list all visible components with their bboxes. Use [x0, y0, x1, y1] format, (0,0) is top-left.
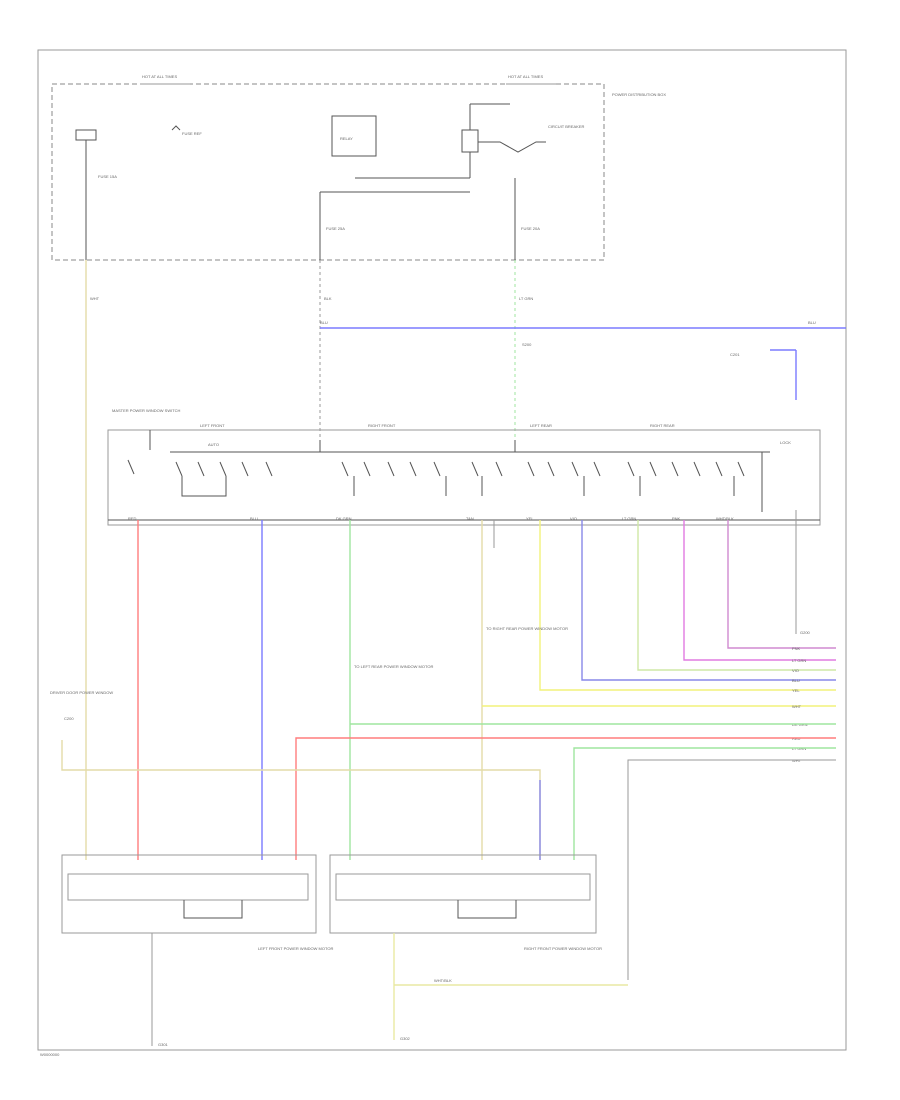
lf-motor-inner: [67, 873, 309, 901]
rf-motor-inner: [335, 873, 591, 901]
fuse-left-block: [75, 129, 97, 141]
label-lf-motor: LEFT FRONT POWER WINDOW MOTOR: [258, 946, 333, 951]
wire-rf-ground: [393, 933, 628, 1040]
wire-label-lime: LT GRN: [622, 516, 636, 521]
label-fuse-f1: FUSE 15A: [98, 174, 117, 179]
label-fuse-f2: FUSE 25A: [326, 226, 345, 231]
label-sw-auto: AUTO: [208, 442, 219, 447]
wire-purple-lr: [581, 520, 836, 681]
label-sw-left-rear: LEFT REAR: [530, 423, 552, 428]
wire-label-rf-ground: WHT/BLK: [434, 978, 452, 983]
label-fuse-small: FUSE REF: [182, 131, 202, 136]
wire-violet-rr: [727, 520, 836, 649]
right-label-4: BLU: [792, 678, 800, 683]
wire-label-yellow: YEL: [526, 516, 534, 521]
label-connector-left: C200: [64, 716, 74, 721]
corner-label: W0000000: [40, 1052, 60, 1057]
label-sw-right-front: RIGHT FRONT: [368, 423, 396, 428]
wire-label-feed-right: LT GRN: [519, 296, 533, 301]
right-label-1: PNK: [792, 646, 801, 651]
switch-links: [181, 452, 763, 512]
label-hot-right: HOT AT ALL TIMES: [508, 74, 543, 79]
wire-label-blue: BLU: [250, 516, 258, 521]
label-gnd-ref: G200: [800, 630, 811, 635]
note-left: DRIVER DOOR POWER WINDOW: [50, 690, 113, 695]
wire-label-blue-right: BLU: [808, 320, 816, 325]
label-rf-motor: RIGHT FRONT POWER WINDOW MOTOR: [524, 946, 602, 951]
note-right: TO RIGHT REAR POWER WINDOW MOTOR: [486, 626, 568, 631]
label-lf-ground: G301: [158, 1042, 169, 1047]
label-sw-left-front: LEFT FRONT: [200, 423, 225, 428]
wire-label-feed-mid: BLK: [324, 296, 332, 301]
note-mid: TO LEFT REAR POWER WINDOW MOTOR: [354, 664, 433, 669]
wire-label-red: RED: [128, 516, 137, 521]
wire-label-feed-left: WHT: [90, 296, 100, 301]
label-sw-right-rear: RIGHT REAR: [650, 423, 675, 428]
wire-label-blue-bus: BLU: [320, 320, 328, 325]
wire-gray-cross: [627, 759, 836, 980]
rf-motor-symbol: [457, 900, 517, 919]
master-switch-box: [107, 429, 821, 526]
wire-yellow-lr: [539, 520, 836, 691]
circuit-breaker-symbol: [461, 104, 546, 153]
wire-label-violet: WHT/BLK: [716, 516, 734, 521]
right-label-2: LT GRN: [792, 658, 806, 663]
label-relay: RELAY: [340, 136, 353, 141]
fuse-small-symbol: [171, 125, 181, 131]
label-rf-ground: G302: [400, 1036, 411, 1041]
wire-label-tan: TAN: [466, 516, 474, 521]
right-label-3: VIO: [792, 668, 799, 673]
relay-box: [331, 115, 377, 157]
wire-lime-rr: [637, 520, 836, 671]
label-fuse-f3: FUSE 20A: [521, 226, 540, 231]
rf-motor-box: [329, 854, 597, 934]
wire-green-cross2: [573, 747, 836, 860]
lf-motor-symbol: [183, 900, 243, 919]
label-circuit-breaker: CIRCUIT BREAKER: [548, 124, 584, 129]
label-power-dist-box: POWER DISTRIBUTION BOX: [612, 92, 666, 97]
power-distribution-box: [51, 83, 605, 261]
switch-contacts: [127, 430, 745, 477]
lf-motor-box: [61, 854, 317, 934]
wire-magenta-rr: [683, 520, 836, 661]
right-label-5: YEL: [792, 688, 800, 693]
label-master-switch: MASTER POWER WINDOW SWITCH: [112, 408, 181, 413]
wire-label-purple: VIO: [570, 516, 577, 521]
diagram-border: [37, 49, 847, 1051]
label-splice: S200: [522, 342, 532, 347]
wire-red-cross: [295, 737, 836, 860]
label-hot-left: HOT AT ALL TIMES: [142, 74, 177, 79]
label-sw-lock: LOCK: [780, 440, 791, 445]
wire-label-green: DK GRN: [336, 516, 352, 521]
wire-label-magenta: PNK: [672, 516, 681, 521]
label-connector-right: C201: [730, 352, 740, 357]
right-label-6: WHT: [792, 704, 802, 709]
wire-tan-cross: [61, 740, 541, 860]
